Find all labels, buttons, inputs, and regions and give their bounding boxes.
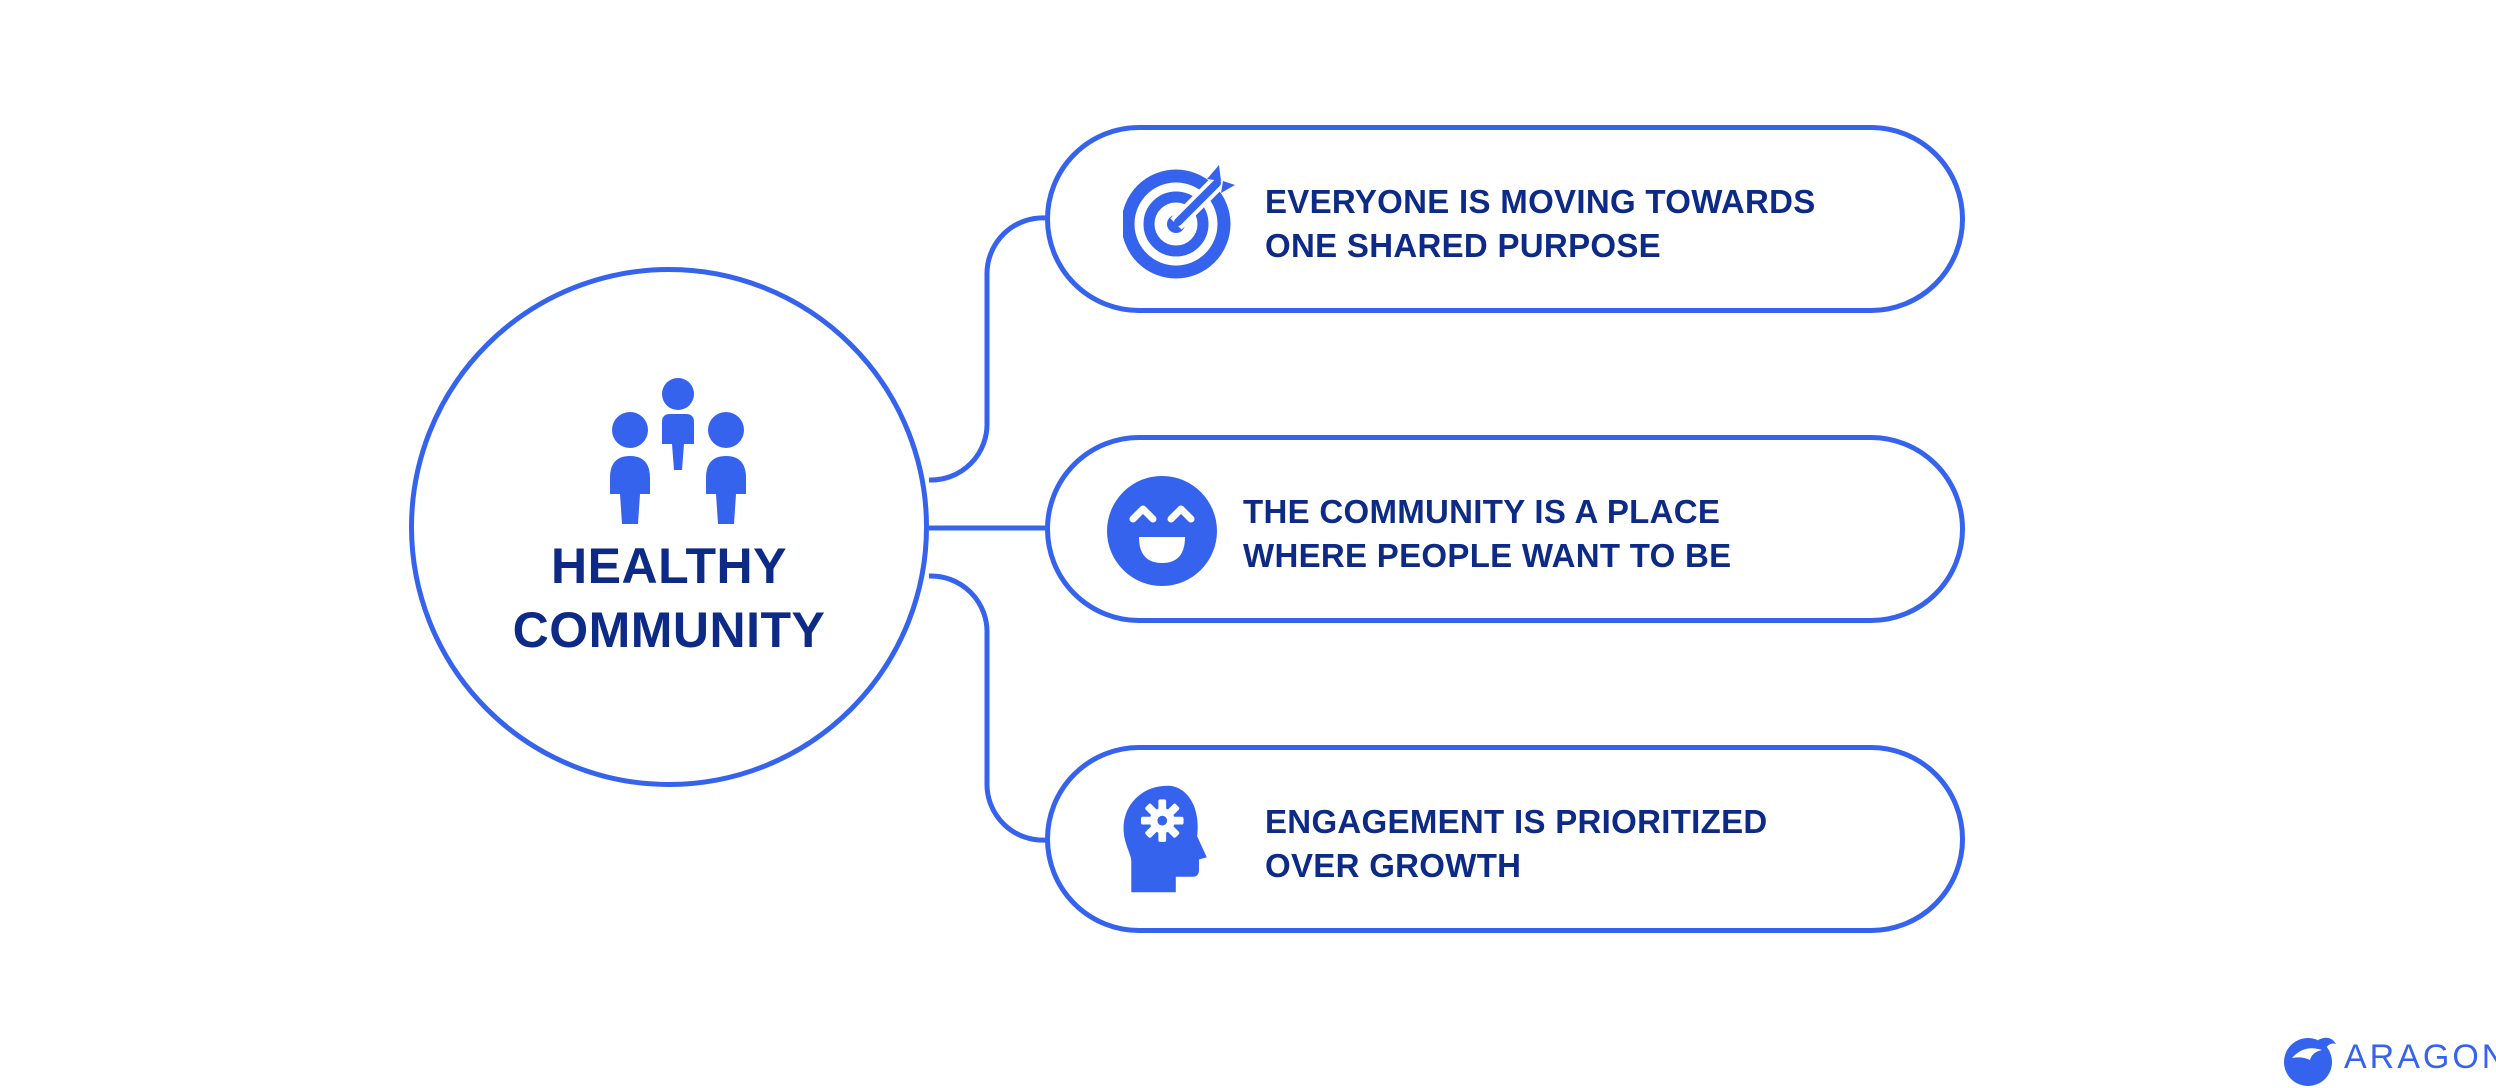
aragon-logo-icon xyxy=(2284,1037,2336,1086)
connector-top xyxy=(928,215,1048,483)
smiley-face-icon xyxy=(1107,476,1217,586)
item-card-shared-purpose: EVERYONE IS MOVING TOWARDS ONE SHARED PU… xyxy=(1045,125,1965,313)
aragon-logo-text: ARAGON xyxy=(2344,1038,2496,1076)
item-text-line-1: THE COMMUNITY IS A PLACE xyxy=(1243,493,1721,530)
item-card-place-to-be: THE COMMUNITY IS A PLACE WHERE PEOPLE WA… xyxy=(1045,435,1965,623)
item-text: THE COMMUNITY IS A PLACE WHERE PEOPLE WA… xyxy=(1243,490,1732,578)
item-text: EVERYONE IS MOVING TOWARDS ONE SHARED PU… xyxy=(1265,180,1816,268)
hub-title: HEALTHY COMMUNITY xyxy=(414,534,924,662)
hub-circle: HEALTHY COMMUNITY xyxy=(409,267,929,787)
item-text-line-1: EVERYONE IS MOVING TOWARDS xyxy=(1265,183,1816,220)
hub-title-line-2: COMMUNITY xyxy=(512,602,826,658)
item-text-line-2: ONE SHARED PURPOSE xyxy=(1265,227,1661,264)
people-group-icon xyxy=(610,378,746,524)
item-text-line-1: ENGAGEMENT IS PRIORITIZED xyxy=(1265,803,1768,840)
item-card-engagement: ENGAGEMENT IS PRIORITIZED OVER GROWTH xyxy=(1045,745,1965,933)
item-text-line-2: WHERE PEOPLE WANT TO BE xyxy=(1243,537,1732,574)
head-gear-icon xyxy=(1123,785,1207,893)
connector-bottom xyxy=(928,573,1048,843)
item-text-line-2: OVER GROWTH xyxy=(1265,847,1522,884)
aragon-logo: ARAGON xyxy=(2276,1028,2496,1086)
item-text: ENGAGEMENT IS PRIORITIZED OVER GROWTH xyxy=(1265,800,1768,888)
hub-title-line-1: HEALTHY xyxy=(551,538,787,594)
target-arrow-icon xyxy=(1123,165,1235,279)
